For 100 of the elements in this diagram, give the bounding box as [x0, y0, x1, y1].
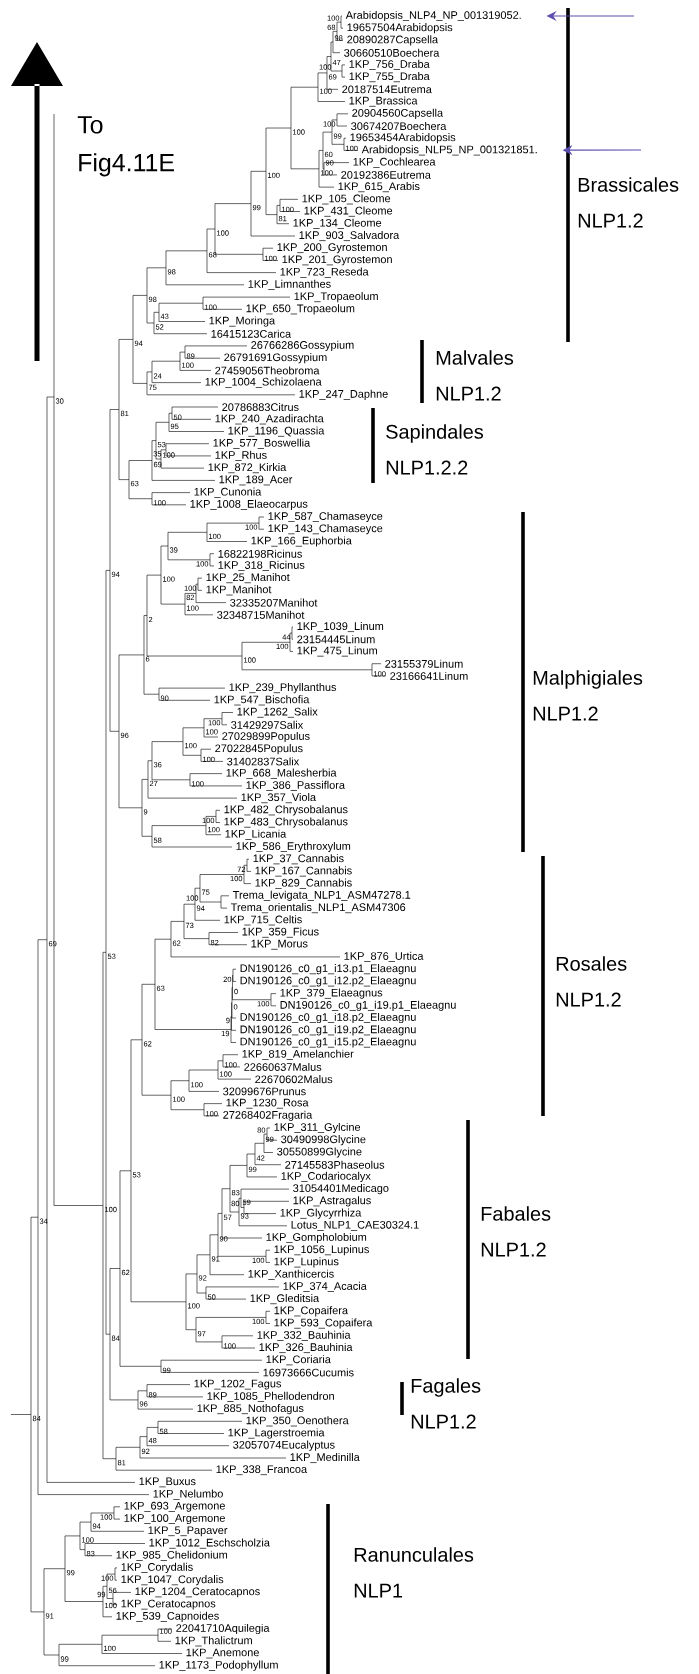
leaf-label: 30674207Boechera	[351, 122, 447, 131]
leaf-label: 1KP_Moringa	[209, 316, 276, 327]
leaf-label: 32348715Manihot	[217, 610, 305, 619]
clade-label: Fabales NLP1.2	[481, 1206, 551, 1257]
leaf-label: 1KP_134_Cleome	[293, 218, 382, 229]
leaf-label: 16822198Ricinus	[218, 549, 302, 558]
leaf-label: 27022845Populus	[215, 744, 303, 755]
leaf-label: 1KP_37_Cannabis	[253, 854, 344, 865]
leaf-label: 1KP_539_Capnoides	[116, 1611, 219, 1622]
leaf-label: 1KP_143_Chamaseyce	[268, 524, 383, 535]
leaf-label: 22670602Malus	[255, 1075, 333, 1084]
leaf-label: 1KP_650_Tropaeolum	[246, 304, 355, 315]
leaf-label: 1KP_615_Arabis	[338, 182, 420, 193]
leaf-label: 1KP_693_Argemone	[124, 1501, 225, 1512]
leaf-label: 20890287Capsella	[347, 35, 439, 46]
leaf-label: 1KP_Glycyrrhiza	[280, 1208, 362, 1219]
leaf-label: 27459056Theobroma	[215, 366, 320, 375]
leaf-label: 1KP_Limnanthes	[248, 279, 331, 290]
leaf-label: 1KP_239_Phyllanthus	[229, 683, 337, 694]
leaf-label: 1KP_Morus	[251, 939, 308, 950]
leaf-label: 1KP_1230_Rosa	[226, 1098, 309, 1109]
leaf-label: 19653454Arabidopsis	[350, 133, 456, 144]
clade-label: Fagales NLP1.2	[411, 1378, 481, 1429]
leaf-label: 1KP_1004_Schizolaena	[205, 377, 322, 388]
leaf-label: 27145583Phaseolus	[285, 1160, 385, 1169]
leaf-label: 19657504Arabidopsis	[347, 23, 453, 34]
clade-label: Malvales NLP1.2	[436, 350, 514, 401]
leaf-label: 1KP_326_Bauhinia	[259, 1342, 353, 1354]
leaf-label: 1KP_668_Malesherbia	[226, 768, 337, 779]
leaf-label: DN190126_c0_g1_i15.p2_Elaeagnu	[240, 1037, 416, 1048]
leaf-label: 1KP_379_Elaeagnus	[280, 988, 383, 999]
leaf-label: 1KP_587_Chamaseyce	[268, 511, 383, 523]
leaf-label: 1KP_1056_Lupinus	[274, 1245, 369, 1256]
clade-label: Ranunculales NLP1	[354, 1547, 474, 1598]
leaf-label: 1KP_318_Ricinus	[218, 560, 305, 571]
leaf-label: 1KP_100_Argemone	[124, 1514, 225, 1525]
leaf-label: 23154445Linum	[297, 635, 375, 644]
leaf-label: 22660637Malus	[244, 1062, 322, 1071]
leaf-label: 1KP_Brassica	[349, 96, 418, 107]
leaf-label: 31402837Salix	[227, 757, 300, 766]
clade-label: Malphigiales NLP1.2	[533, 670, 643, 721]
leaf-label: 1KP_Buxus	[139, 1477, 196, 1488]
leaf-label: 1KP_Lagerstroemia	[228, 1428, 325, 1439]
leaf-label: 1KP_1012_Eschscholzia	[149, 1538, 270, 1549]
leaf-label: 16415123Carica	[211, 329, 292, 338]
leaf-label: 1KP_201_Gyrostemon	[282, 255, 392, 266]
leaf-label: 20904560Capsella	[352, 108, 444, 119]
leaf-label: 1KP_593_Copaifera	[274, 1318, 373, 1329]
leaf-label: 1KP_5_Papaver	[148, 1526, 228, 1537]
leaf-label: 1KP_1039_Linum	[297, 621, 384, 633]
leaf-label: 23166641Linum	[390, 671, 468, 680]
leaf-label: Trema_orientalis_NLP1_ASM47306	[230, 903, 406, 914]
leaf-label: 1KP_Coriaria	[266, 1355, 331, 1366]
leaf-label: 1KP_105_Cleome	[302, 194, 391, 205]
leaf-label: 1KP_359_Ficus	[242, 927, 319, 938]
leaf-label: 1KP_Codariocalyx	[281, 1171, 371, 1182]
leaf-label: 1KP_Copaifera	[274, 1306, 348, 1317]
leaf-label: 1KP_Licania	[225, 829, 287, 840]
leaf-label: 1KP_1173_Podophyllum	[159, 1660, 278, 1671]
leaf-label: 1KP_338_Francoa	[216, 1465, 308, 1476]
leaf-label: 1KP_1202_Fagus	[194, 1379, 281, 1390]
leaf-label: 1KP_Manihot	[206, 585, 272, 596]
clade-label: Brassicales NLP1.2	[578, 177, 679, 228]
leaf-label: 1KP_166_Euphorbia	[251, 536, 352, 547]
leaf-label: 1KP_Medinilla	[290, 1452, 360, 1464]
leaf-label: 1KP_577_Boswellia	[213, 438, 311, 449]
leaf-label: 32335207Manihot	[230, 598, 318, 607]
leaf-label: 1KP_Rhus	[215, 450, 267, 461]
continuation-label: To Fig4.11E	[77, 116, 174, 177]
leaf-label: 1KP_483_Chrysobalanus	[224, 817, 348, 828]
leaf-label: 1KP_1085_Phellodendron	[207, 1391, 334, 1402]
leaf-label: DN190126_c0_g1_i18.p2_Elaeagnu	[240, 1012, 416, 1024]
leaf-label: 1KP_Corydalis	[121, 1562, 193, 1573]
leaf-label: 1KP_200_Gyrostemon	[277, 243, 387, 254]
leaf-label: 1KP_475_Linum	[297, 646, 377, 657]
leaf-label: 1KP_431_Cleome	[304, 206, 393, 217]
leaf-label: 1KP_311_Gylcine	[274, 1122, 361, 1134]
leaf-label: 1KP_1262_Salix	[237, 707, 318, 718]
leaf-label: 1KP_357_Viola	[241, 793, 317, 804]
leaf-label: 26791691Gossypium	[224, 353, 327, 364]
clade-label: Rosales NLP1.2	[556, 956, 627, 1007]
leaf-label: 1KP_723_Reseda	[280, 267, 369, 278]
leaf-label: Arabidopsis_NLP4_NP_001319052.	[345, 10, 521, 22]
leaf-label: 23155379Linum	[385, 659, 463, 668]
leaf-label: 27268402Fragaria	[223, 1110, 313, 1121]
leaf-label: 32057074Eucalyptus	[233, 1440, 335, 1451]
leaf-label: 1KP_Cunonia	[194, 487, 262, 498]
leaf-label: 1KP_167_Cannabis	[255, 866, 352, 877]
leaf-label: 1KP_1047_Corydalis	[121, 1575, 224, 1586]
leaf-label: 1KP_Xanthicercis	[248, 1269, 334, 1280]
leaf-label: 1KP_350_Oenothera	[246, 1416, 349, 1427]
leaf-label: 1KP_829_Cannabis	[255, 878, 352, 889]
leaf-label: 32099676Prunus	[223, 1087, 306, 1096]
leaf-label: 1KP_819_Amelanchier	[242, 1049, 354, 1060]
leaf-label: 1KP_Nelumbo	[153, 1489, 223, 1500]
leaf-label: 1KP_715_Celtis	[224, 915, 302, 926]
leaf-label: 1KP_Tropaeolum	[294, 292, 378, 303]
leaf-label: 20192386Eutrema	[341, 171, 431, 179]
leaf-label: 1KP_Astragalus	[293, 1196, 371, 1207]
leaf-label: 31429297Salix	[231, 720, 304, 729]
